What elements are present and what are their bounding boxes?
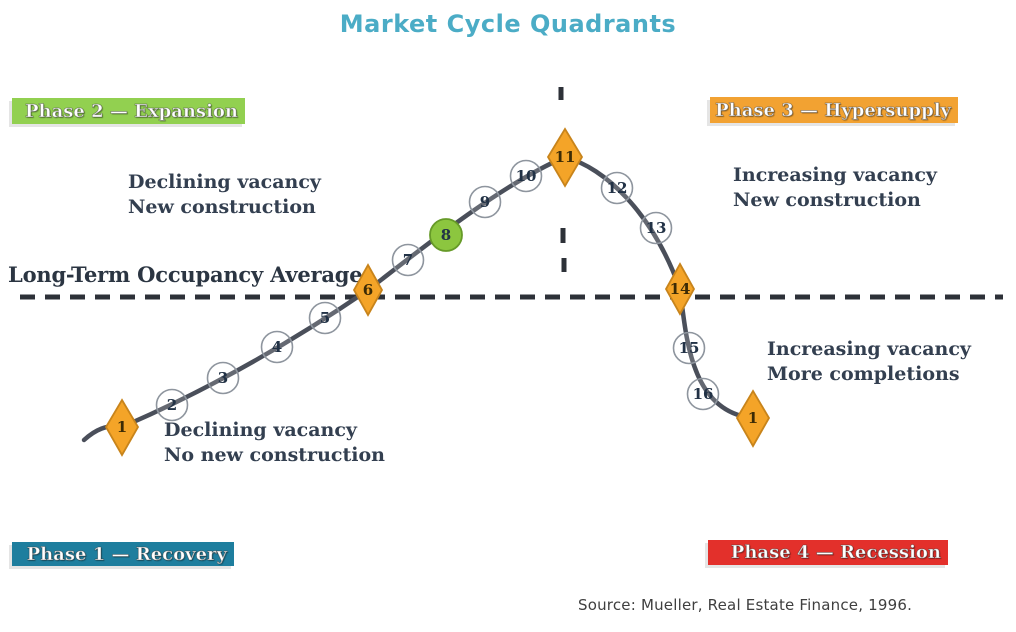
cycle-point-13: 13 (639, 211, 673, 245)
cycle-point-1-diamond: 1 (104, 398, 140, 457)
svg-text:10: 10 (516, 167, 537, 185)
svg-text:4: 4 (272, 338, 282, 356)
long-term-occupancy-average-label: Long-Term Occupancy Average (8, 262, 363, 287)
svg-text:3: 3 (218, 369, 228, 387)
phase-1-recovery-banner: Phase 1 — Recovery (12, 542, 234, 566)
cycle-point-7: 7 (391, 243, 425, 277)
cycle-point-2: 2 (155, 388, 189, 422)
svg-text:1: 1 (117, 418, 127, 436)
phase-2-expansion-banner: Phase 2 — Expansion (12, 98, 245, 124)
svg-text:13: 13 (646, 219, 667, 237)
cycle-point-11-diamond: 11 (546, 127, 584, 188)
cycle-point-16: 16 (686, 377, 720, 411)
svg-text:14: 14 (670, 280, 691, 298)
cycle-point-12: 12 (600, 171, 634, 205)
phase-4-recession-banner: Phase 4 — Recession (708, 540, 948, 565)
hypersupply-annotation: Increasing vacancy New construction (733, 163, 937, 213)
recovery-annotation-line1: Declining vacancy (164, 419, 357, 441)
hypersupply-annotation-line1: Increasing vacancy (733, 164, 937, 186)
svg-text:16: 16 (693, 385, 714, 403)
svg-text:6: 6 (363, 281, 373, 299)
recovery-annotation: Declining vacancy No new construction (164, 418, 385, 468)
svg-text:8: 8 (441, 226, 451, 244)
hypersupply-annotation-line2: New construction (733, 189, 921, 211)
cycle-point-8-green: 8 (429, 218, 463, 252)
cycle-point-9: 9 (468, 185, 502, 219)
cycle-point-15: 15 (672, 331, 706, 365)
cycle-point-17-diamond: 1 (735, 389, 771, 448)
peak-divider-dashed-line (558, 87, 567, 272)
cycle-point-10: 10 (509, 159, 543, 193)
expansion-annotation-line2: New construction (128, 196, 316, 218)
svg-text:9: 9 (480, 193, 490, 211)
svg-text:15: 15 (679, 339, 700, 357)
cycle-point-4: 4 (260, 330, 294, 364)
svg-text:7: 7 (403, 251, 413, 269)
recession-annotation-line1: Increasing vacancy (767, 338, 971, 360)
svg-text:12: 12 (607, 179, 628, 197)
page-title: Market Cycle Quadrants (339, 10, 677, 38)
svg-text:11: 11 (555, 148, 576, 166)
svg-text:1: 1 (748, 409, 758, 427)
source-citation: Source: Mueller, Real Estate Finance, 19… (578, 596, 913, 614)
cycle-point-5: 5 (308, 301, 342, 335)
svg-text:2: 2 (167, 396, 177, 414)
svg-text:5: 5 (320, 309, 330, 327)
cycle-point-6-diamond: 6 (352, 263, 384, 317)
expansion-annotation-line1: Declining vacancy (128, 171, 321, 193)
cycle-point-14-diamond: 14 (664, 262, 696, 316)
cycle-point-3: 3 (206, 361, 240, 395)
recession-annotation-line2: More completions (767, 363, 960, 385)
recession-annotation: Increasing vacancy More completions (767, 337, 971, 387)
phase-3-hypersupply-banner: Phase 3 — Hypersupply (710, 97, 958, 123)
recovery-annotation-line2: No new construction (164, 444, 385, 466)
expansion-annotation: Declining vacancy New construction (128, 170, 321, 220)
